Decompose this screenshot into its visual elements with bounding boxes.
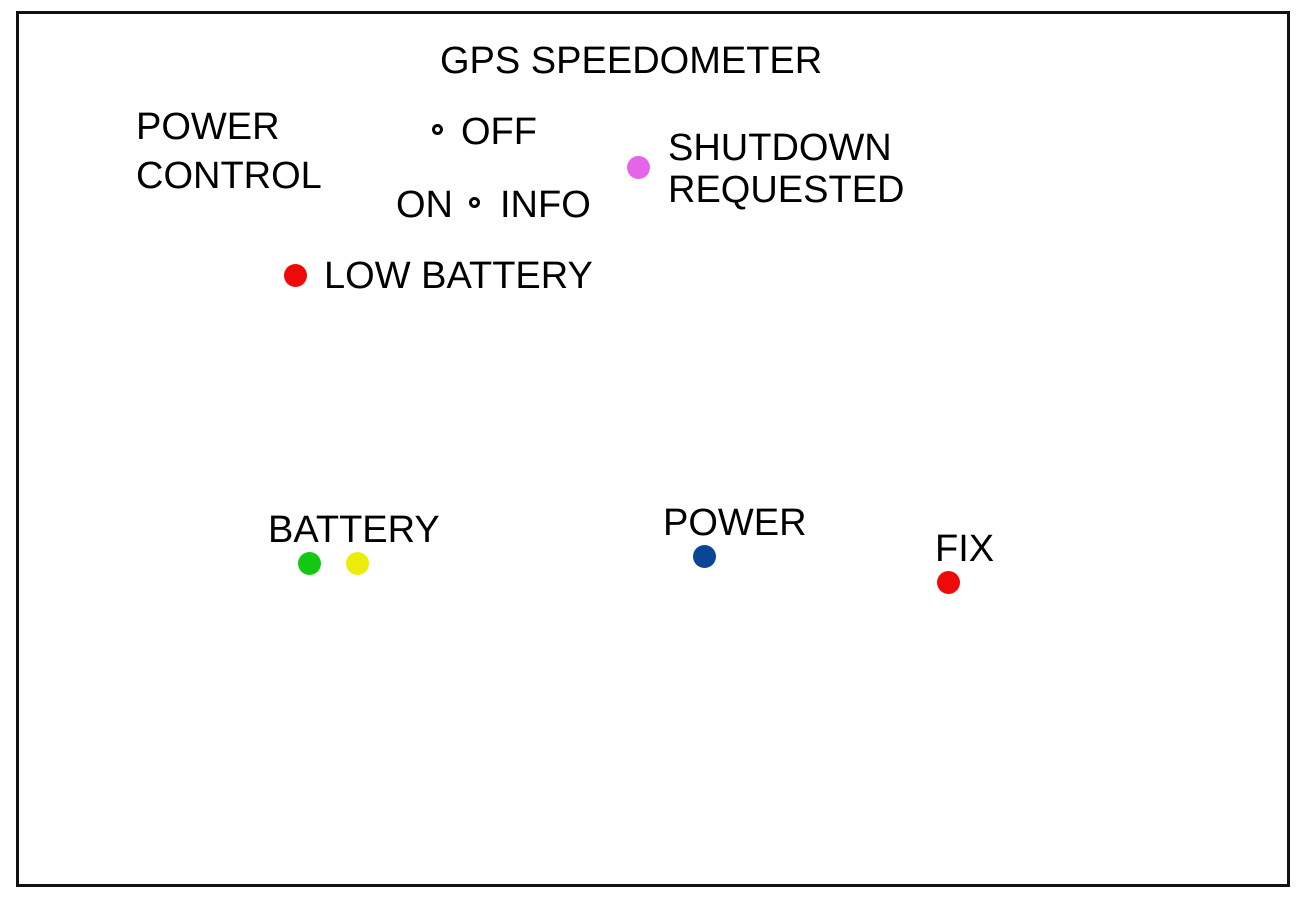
power-control-label-line2: CONTROL xyxy=(136,155,322,197)
battery-label: BATTERY xyxy=(268,509,440,551)
power-led-label: POWER xyxy=(663,502,807,544)
shutdown-requested-led-icon xyxy=(627,156,650,179)
fix-label: FIX xyxy=(935,528,995,570)
shutdown-requested-label-line1: SHUTDOWN xyxy=(668,127,892,169)
battery-yellow-led-icon xyxy=(346,552,369,575)
power-led-icon xyxy=(693,545,716,568)
switch-info-hole-icon[interactable] xyxy=(469,197,480,208)
fix-led-icon xyxy=(937,571,960,594)
switch-info-label: INFO xyxy=(500,184,591,226)
low-battery-label: LOW BATTERY xyxy=(324,255,593,297)
front-panel xyxy=(16,11,1290,887)
switch-off-label: OFF xyxy=(461,111,537,153)
shutdown-requested-label-line2: REQUESTED xyxy=(668,169,905,211)
switch-off-hole-icon[interactable] xyxy=(432,124,443,135)
panel-title: GPS SPEEDOMETER xyxy=(440,40,823,82)
power-control-label-line1: POWER xyxy=(136,106,280,148)
battery-green-led-icon xyxy=(298,552,321,575)
switch-on-label: ON xyxy=(396,184,453,226)
low-battery-led-icon xyxy=(284,264,307,287)
